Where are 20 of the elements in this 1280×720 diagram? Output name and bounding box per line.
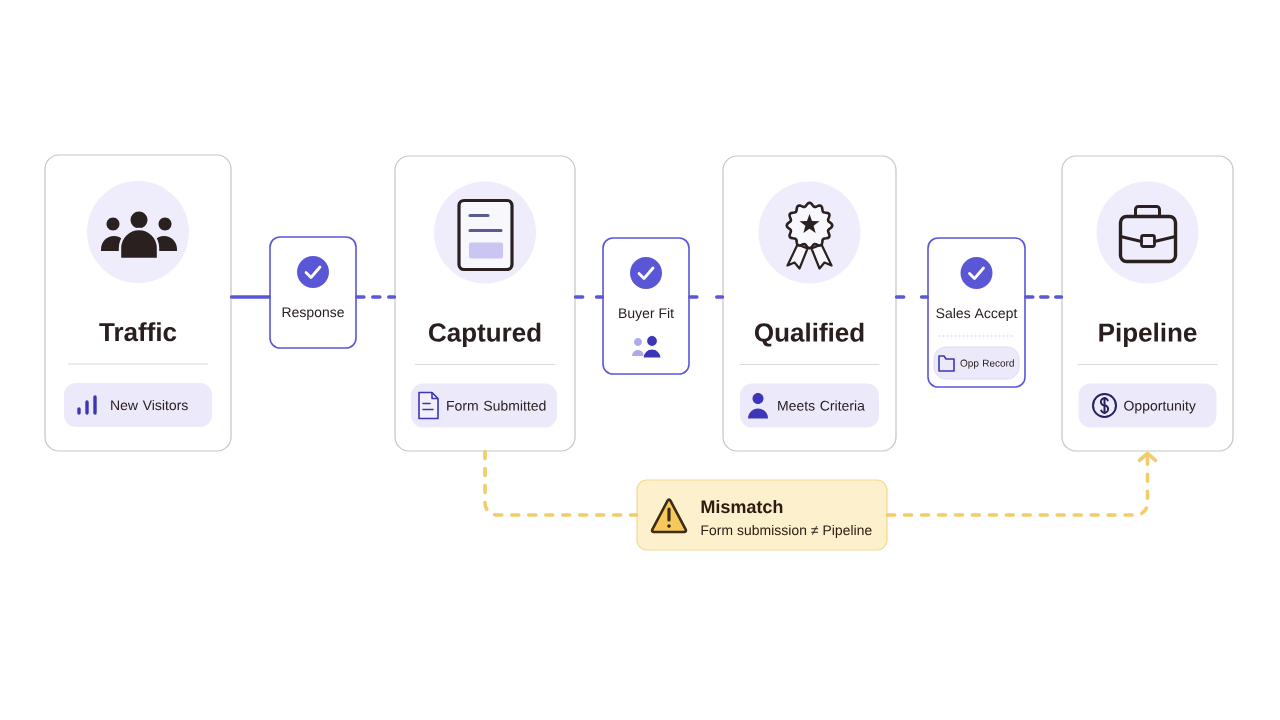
stage-title: Captured <box>429 322 541 347</box>
status-pill: Opportunity <box>1078 383 1217 428</box>
connector-line <box>885 451 1158 517</box>
connector-line <box>688 295 725 299</box>
connector-line <box>573 295 604 299</box>
checkpoint-label: Sales Accept <box>936 307 1018 321</box>
connector-line <box>1024 295 1064 299</box>
stage-title: Traffic <box>99 322 177 342</box>
checkpoint-label: Buyer Fit <box>619 307 674 321</box>
status-pill: New Visitors <box>64 383 212 427</box>
stage-title: Qualified <box>754 322 864 347</box>
connector-line <box>483 449 639 517</box>
alert-title: Mismatch <box>701 499 783 514</box>
connector-line <box>355 295 397 299</box>
connector-line <box>229 295 271 299</box>
status-pill: Opp Record <box>933 346 1020 380</box>
checkpoint-label: Response <box>282 307 344 320</box>
connector-line <box>894 295 929 299</box>
stage-title: Pipeline <box>1099 322 1197 347</box>
alert-text: Form submission ≠ Pipeline <box>701 524 872 538</box>
